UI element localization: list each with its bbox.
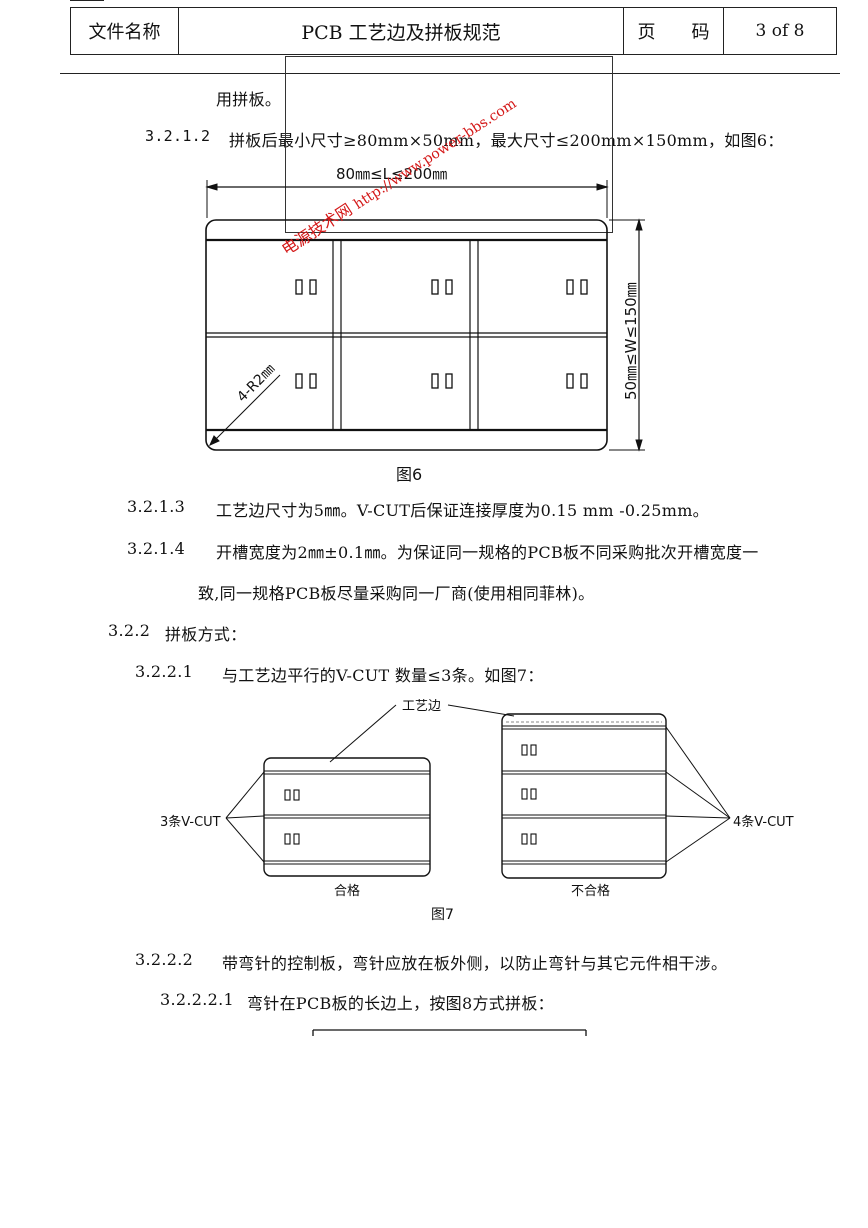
- figure-6: [205, 180, 645, 452]
- doc-name-label: 文件名称: [71, 8, 179, 54]
- fig6-width-label: 80㎜≤L≤200㎜: [336, 165, 448, 183]
- fig7-ng-label: 不合格: [571, 884, 611, 899]
- section-number-3222: 3.2.2.2: [135, 950, 194, 969]
- page-number: 3 of 8: [755, 21, 805, 41]
- section-text-3212: 拼板后最小尺寸≥80mm×50mm，最大尺寸≤200mm×150mm，如图6：: [229, 131, 784, 150]
- section-number-322: 3.2.2: [108, 621, 151, 640]
- section-text-3214-cont: 致,同一规格PCB板尽量采购同一厂商(使用相同菲林)。: [198, 584, 595, 603]
- fig7-edge-label: 工艺边: [402, 699, 442, 714]
- section-number-3214: 3.2.1.4: [127, 539, 186, 558]
- section-text-3214: 开槽宽度为2㎜±0.1㎜。为保证同一规格的PCB板不同采购批次开槽宽度一: [216, 543, 759, 562]
- section-text-3221: 与工艺边平行的V-CUT 数量≤3条。如图7：: [222, 666, 544, 685]
- document-header-table: 文件名称 PCB 工艺边及拼板规范 页 码 3 of 8: [70, 7, 837, 55]
- section-number-32221: 3.2.2.2.1: [160, 990, 234, 1009]
- section-text-3213: 工艺边尺寸为5㎜。V-CUT后保证连接厚度为0.15 mm -0.25mm。: [216, 501, 709, 520]
- section-number-3221: 3.2.2.1: [135, 662, 194, 681]
- figure-7-right-board: [447, 704, 731, 879]
- continuation-text: 用拼板。: [216, 90, 282, 109]
- fig7-caption: 图7: [431, 907, 454, 923]
- section-number-3212: 3.2.1.2: [145, 127, 211, 145]
- section-text-322: 拼板方式：: [165, 625, 247, 644]
- fig7-right-vcut-label: 4条V-CUT: [733, 815, 794, 830]
- fig6-height-label: 50㎜≤W≤150㎜: [622, 282, 640, 400]
- top-mark-line: [70, 0, 104, 1]
- page-label: 页 码: [624, 8, 724, 54]
- fig6-components: [295, 279, 588, 389]
- header-rule: [60, 73, 840, 74]
- fig6-caption: 图6: [396, 465, 423, 484]
- doc-title: PCB 工艺边及拼板规范: [179, 8, 624, 54]
- figure-8-partial: [312, 1029, 587, 1036]
- section-number-3213: 3.2.1.3: [127, 497, 186, 516]
- watermark-frame: [285, 56, 613, 233]
- section-text-3222: 带弯针的控制板，弯针应放在板外侧，以防止弯针与其它元件相干涉。: [222, 954, 728, 973]
- fig7-left-vcut-label: 3条V-CUT: [160, 815, 221, 830]
- section-text-32221: 弯针在PCB板的长边上，按图8方式拼板：: [247, 994, 554, 1013]
- figure-7-left-board: [225, 704, 431, 877]
- fig7-ok-label: 合格: [334, 884, 361, 899]
